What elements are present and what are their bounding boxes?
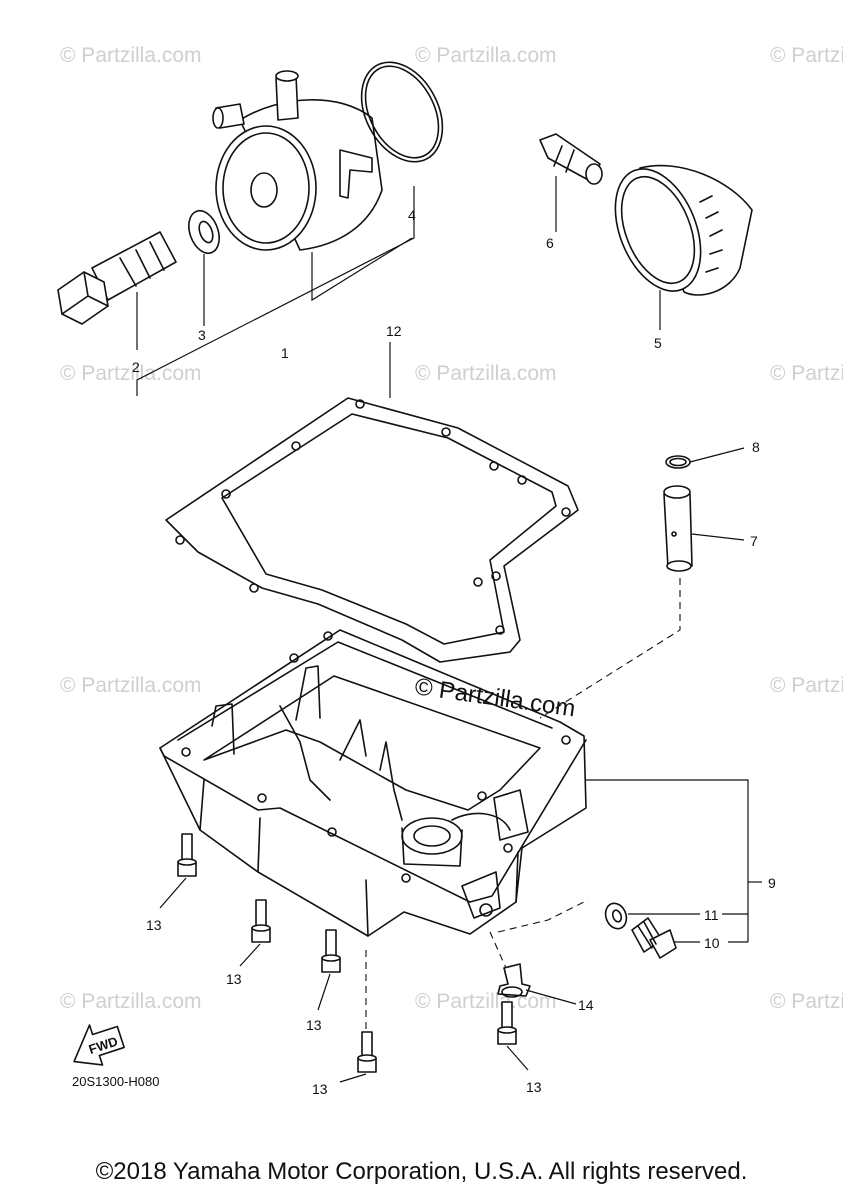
callout-13: 13 xyxy=(146,917,162,933)
bolt-part[interactable] xyxy=(497,1001,517,1045)
watermark: © Partzilla.com xyxy=(60,362,202,385)
callout-6: 6 xyxy=(546,235,554,251)
callout-13: 13 xyxy=(306,1017,322,1033)
watermark: © Partzilla.com xyxy=(770,674,843,697)
callout-10: 10 xyxy=(704,935,720,951)
leader-lines xyxy=(136,176,762,1083)
watermark: © Partzilla.com xyxy=(770,362,843,385)
callout-8: 8 xyxy=(752,439,760,455)
diagram-code: 20S1300-H080 xyxy=(72,1074,159,1089)
callout-5: 5 xyxy=(654,335,662,351)
callout-layer: 1 2 3 4 5 6 7 8 9 10 11 12 13 13 13 13 1… xyxy=(132,207,776,1097)
drain-bolt-part[interactable] xyxy=(631,917,677,959)
copyright-notice: ©2018 Yamaha Motor Corporation, U.S.A. A… xyxy=(95,1158,748,1185)
callout-13: 13 xyxy=(226,971,242,987)
watermark: © Partzilla.com xyxy=(60,44,202,67)
fwd-arrow-icon: FWD xyxy=(73,1024,125,1066)
callout-1: 1 xyxy=(281,345,289,361)
callout-13: 13 xyxy=(312,1081,328,1097)
oil-pan-part[interactable] xyxy=(159,629,587,937)
watermark: © Partzilla.com xyxy=(770,44,843,67)
watermark: © Partzilla.com xyxy=(770,990,843,1013)
drain-gasket-part[interactable] xyxy=(602,900,630,931)
callout-9: 9 xyxy=(768,875,776,891)
pipe-part[interactable] xyxy=(663,485,693,572)
callout-13: 13 xyxy=(526,1079,542,1095)
watermark: © Partzilla.com xyxy=(60,674,202,697)
callout-2: 2 xyxy=(132,359,140,375)
oil-pan-gasket-part[interactable] xyxy=(165,397,579,663)
bolt-part[interactable] xyxy=(321,929,341,973)
o-ring-part[interactable] xyxy=(345,48,458,175)
oil-cooler-part[interactable] xyxy=(212,70,383,251)
callout-14: 14 xyxy=(578,997,594,1013)
callout-12: 12 xyxy=(386,323,402,339)
watermark-layer: © Partzilla.com © Partzilla.com © Partzi… xyxy=(60,44,843,1013)
callout-3: 3 xyxy=(198,327,206,343)
callout-7: 7 xyxy=(750,533,758,549)
washer-part[interactable] xyxy=(183,207,224,258)
small-o-ring-part[interactable] xyxy=(665,455,691,469)
watermark: © Partzilla.com xyxy=(415,990,557,1013)
bolt-part[interactable] xyxy=(357,1031,377,1073)
oil-filter-part[interactable] xyxy=(599,156,753,303)
bracket-part[interactable] xyxy=(497,963,531,998)
fitting-part[interactable] xyxy=(539,133,603,185)
union-bolt-part[interactable] xyxy=(57,231,177,325)
watermark: © Partzilla.com xyxy=(60,990,202,1013)
watermark: © Partzilla.com xyxy=(415,44,557,67)
watermark: © Partzilla.com xyxy=(415,362,557,385)
callout-11: 11 xyxy=(704,907,719,923)
bolt-part[interactable] xyxy=(251,899,271,943)
bolt-part[interactable] xyxy=(177,833,197,877)
callout-4: 4 xyxy=(408,207,416,223)
